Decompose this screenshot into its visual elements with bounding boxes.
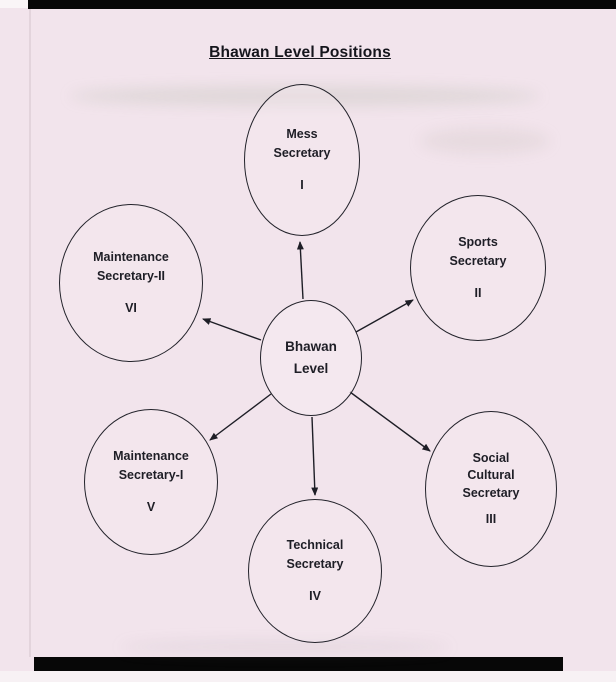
scan-smudge [120,640,450,654]
node-label-line: Secretary-II [96,269,166,284]
node-label-line: Maintenance [93,250,169,265]
node-label-line: Level [293,361,329,376]
node-numeral: II [474,285,482,300]
node-maintenance-secretary-1: Maintenance Secretary-I V [84,409,218,555]
node-mess-secretary: Mess Secretary I [244,84,360,236]
arrow-center-to-maint-2 [202,318,262,341]
arrow-center-to-mess [296,241,304,300]
scan-edge-bar-bottom [34,657,563,671]
node-sports-secretary: Sports Secretary II [410,195,546,341]
node-label-line: Secretary [286,557,344,572]
node-label-line: Mess [286,127,318,142]
node-label-line: Secretary [449,254,507,269]
scan-corner-gap [0,0,28,8]
node-label-line: Bhawan [285,339,337,355]
scan-edge-bar-top [28,0,616,9]
page-title: Bhawan Level Positions [209,44,391,61]
node-numeral: V [146,499,156,514]
node-maintenance-secretary-2: Maintenance Secretary-II VI [59,204,203,362]
node-label-line: Secretary [273,146,331,161]
node-numeral: III [485,512,497,526]
arrow-center-to-technical [311,416,319,496]
scan-smudge [420,128,550,154]
node-label-line: Technical [286,538,344,553]
node-social-cultural-secretary: Social Cultural Secretary III [425,411,557,567]
node-bhawan-level: Bhawan Level [260,300,362,416]
node-numeral: I [300,177,304,192]
node-label-line: Sports [458,235,498,250]
arrow-center-to-maint-1 [209,393,272,441]
arrow-center-to-sports [355,299,414,333]
node-label-line: Maintenance [113,449,189,464]
node-label-line: Secretary [462,485,520,500]
node-technical-secretary: Technical Secretary IV [248,499,382,643]
node-label-line: Secretary-I [118,468,184,483]
node-label-line: Social [472,450,510,465]
scan-bottom-strip [0,671,616,682]
node-numeral: IV [309,588,321,603]
paper-edge-line [29,9,31,657]
arrow-center-to-social [349,391,431,452]
node-label-line: Cultural [467,468,515,482]
node-numeral: VI [125,300,137,315]
